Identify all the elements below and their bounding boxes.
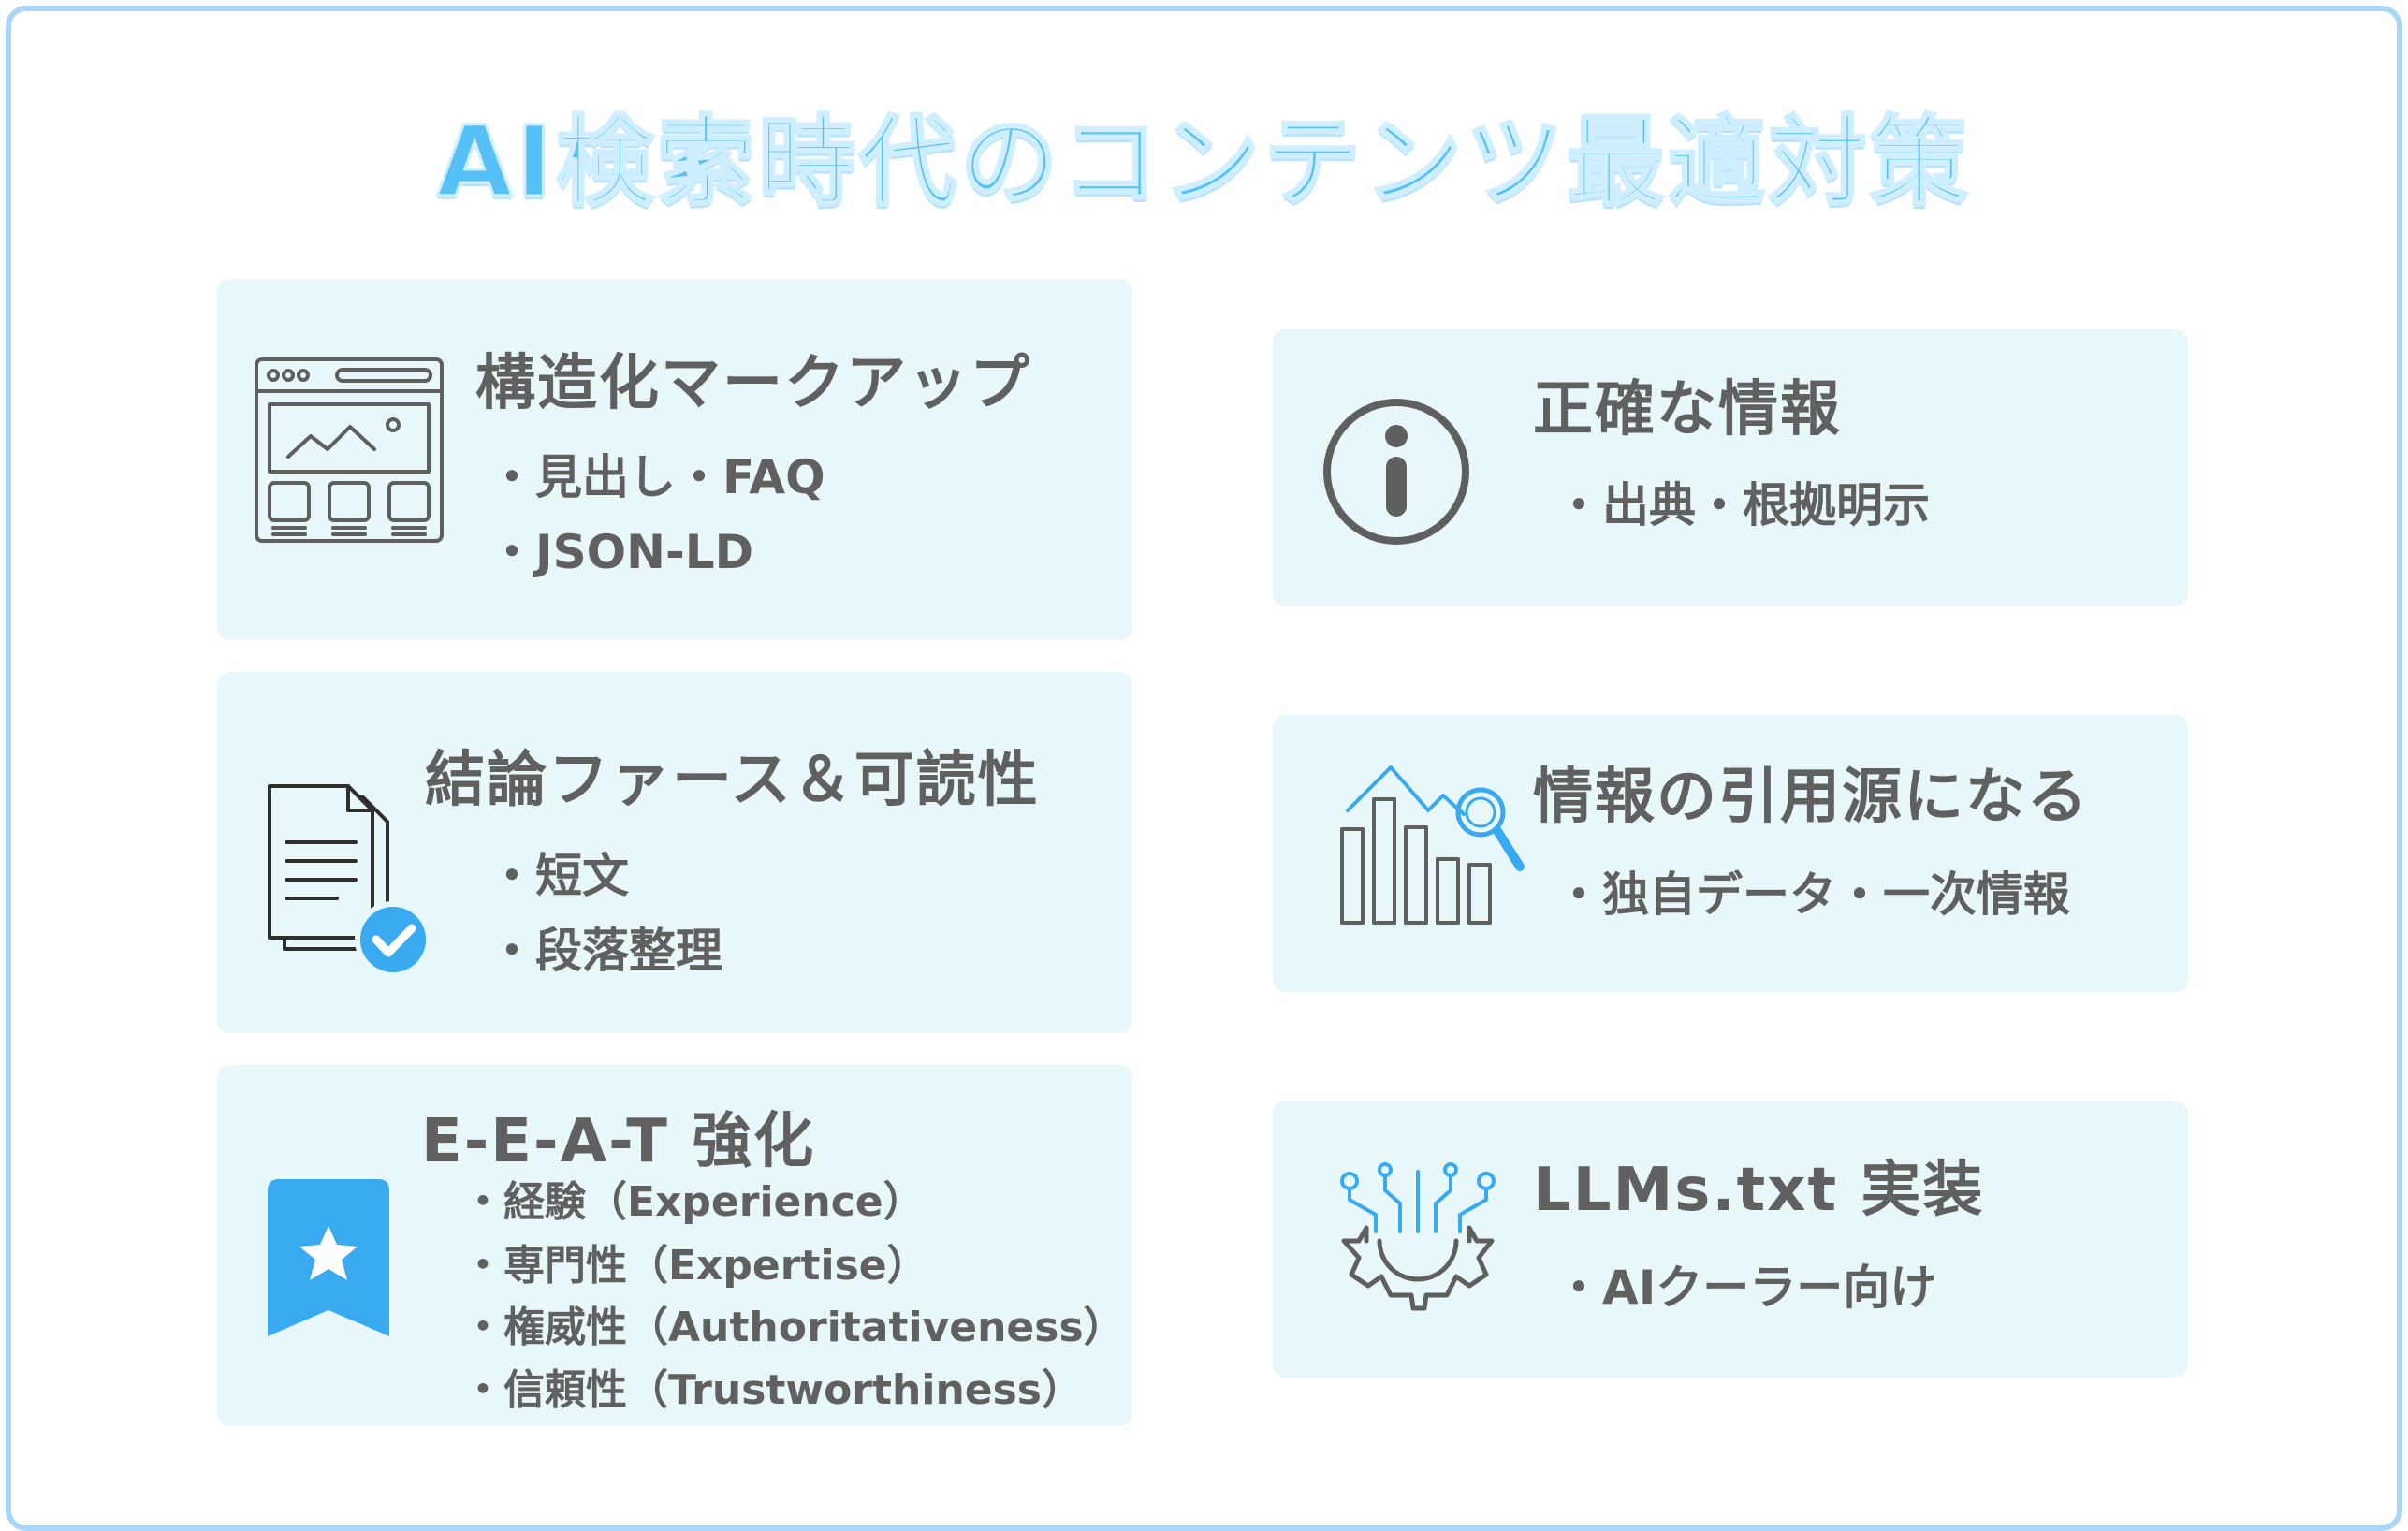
card-title: 結論ファース＆可読性 <box>425 746 1040 815</box>
document-check-icon <box>266 784 434 981</box>
list-item: ・経験（Experience） <box>462 1178 925 1226</box>
chart-magnifier-icon <box>1338 762 1535 930</box>
card-eeat: E-E-A-T 強化 ・経験（Experience） ・専門性（Expertis… <box>217 1065 1132 1426</box>
card-conclusion-first: 結論ファース＆可読性 ・短文 ・段落整理 <box>217 672 1132 1033</box>
list-item: ・独自データ・一次情報 <box>1555 868 2070 922</box>
card-title: LLMs.txt 実装 <box>1533 1156 1985 1225</box>
card-title: 構造化マークアップ <box>475 349 1031 418</box>
list-item: ・出典・根拠明示 <box>1555 478 1930 532</box>
web-page-layout-icon <box>253 356 445 545</box>
list-item: ・見出し・FAQ <box>489 450 825 504</box>
card-llms-txt: LLMs.txt 実装 ・AIクーラー向け <box>1273 1101 2188 1378</box>
info-icon <box>1321 397 1471 547</box>
list-item: ・AIクーラー向け <box>1555 1261 1937 1315</box>
card-citation-source: 情報の引用源になる ・独自データ・一次情報 <box>1273 715 2188 992</box>
list-item: ・権威性（Authoritativeness） <box>462 1304 1125 1351</box>
list-item: ・短文 <box>489 849 629 903</box>
star-bookmark-icon <box>268 1179 389 1336</box>
list-item: ・JSON-LD <box>489 525 754 579</box>
card-accurate-info: 正確な情報 ・出典・根拠明示 <box>1273 329 2188 606</box>
card-title: 情報の引用源になる <box>1533 763 2089 832</box>
card-title: E-E-A-T 強化 <box>421 1107 816 1176</box>
card-title: 正確な情報 <box>1533 375 1842 445</box>
card-structured-markup: 構造化マークアップ ・見出し・FAQ ・JSON-LD <box>217 279 1132 640</box>
page-title: AI検索時代のコンテンツ最適対策 <box>435 104 1972 221</box>
list-item: ・専門性（Expertise） <box>462 1242 928 1290</box>
list-item: ・信頼性（Trustworthiness） <box>462 1366 1083 1414</box>
ai-gear-circuit-icon <box>1338 1162 1497 1312</box>
list-item: ・段落整理 <box>489 924 722 978</box>
